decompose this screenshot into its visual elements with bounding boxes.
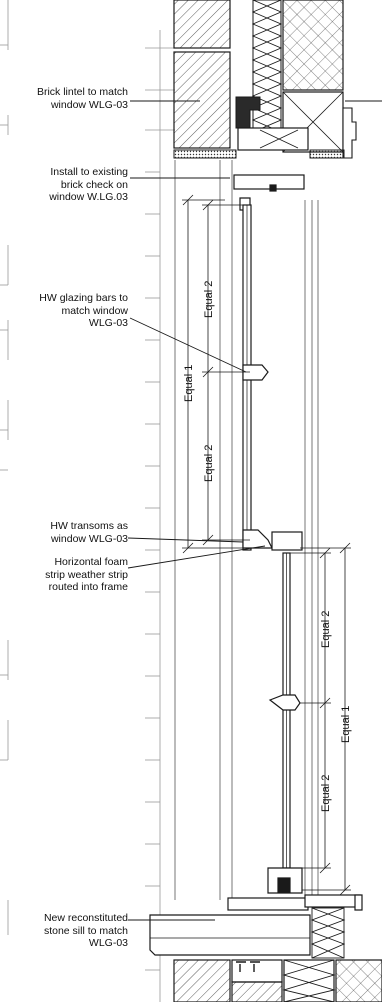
upper-sash <box>242 204 303 551</box>
lower-sash <box>267 552 303 894</box>
stone-sill <box>149 894 363 956</box>
dim-lower-overall: Equal 1 <box>340 706 352 743</box>
note-transoms: HW transoms as window WLG-03 <box>50 520 128 545</box>
dim-lower-equal-bottom: Equal 2 <box>320 775 332 812</box>
note-glazing-bars: HW glazing bars to match window WLG-03 <box>39 292 128 329</box>
cavity-insulation-top <box>251 0 283 146</box>
dpc-and-mortar-top <box>173 96 345 159</box>
leader-lines <box>127 100 382 921</box>
head-frame <box>233 127 309 211</box>
masonry-below-sill <box>173 959 382 1002</box>
brick-coursing-left <box>0 0 9 935</box>
note-brick-check: Install to existing brick check on windo… <box>49 166 128 203</box>
note-stone-sill: New reconstituted stone sill to match WL… <box>43 912 128 949</box>
brick-lintel <box>173 0 231 149</box>
frame-lines <box>174 160 319 900</box>
dim-upper-overall: Equal 1 <box>183 365 195 402</box>
dim-upper-equal-bottom: Equal 2 <box>203 445 215 482</box>
note-foam-strip: Horizontal foam strip weather strip rout… <box>45 556 128 593</box>
sill-insulation <box>310 907 346 959</box>
dimension-lines <box>182 194 351 896</box>
note-brick-lintel: Brick lintel to match window WLG-03 <box>36 86 128 111</box>
window-board-top <box>342 107 357 159</box>
dim-lower-equal-top: Equal 2 <box>320 611 332 648</box>
brick-coursing-middle <box>145 30 175 1002</box>
dim-upper-equal-top: Equal 2 <box>203 281 215 318</box>
